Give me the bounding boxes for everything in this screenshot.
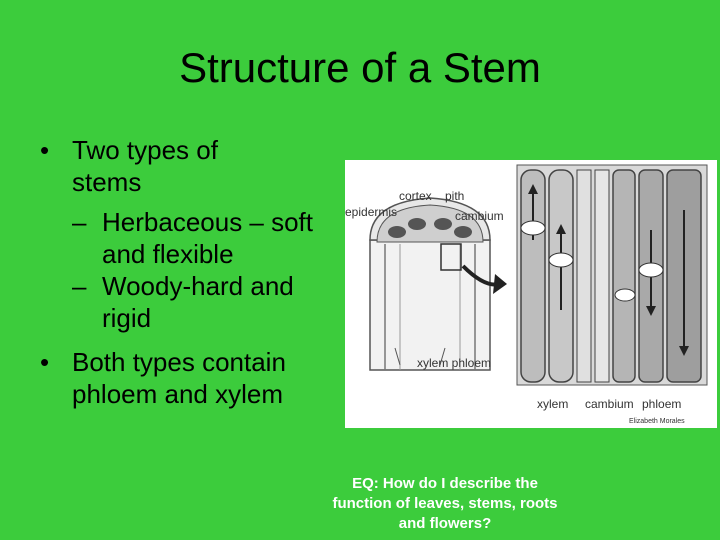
bullet-stem-types: • Two types of stems <box>40 134 340 198</box>
bullet-both-types: • Both types contain phloem and xylem <box>40 346 340 410</box>
subbullet-herbaceous: – Herbaceous – soft and flexible <box>40 206 340 270</box>
subbullet-woody-line2: rigid <box>102 303 152 333</box>
bullet-marker: • <box>40 135 50 165</box>
label-bottom-phloem: phloem <box>642 397 681 411</box>
tissue-detail-illustration <box>516 164 708 386</box>
slide-title: Structure of a Stem <box>179 44 541 91</box>
subbullet-herbaceous-line2: and flexible <box>102 239 234 269</box>
bullet-stem-types-line1: Two types of <box>72 135 218 165</box>
label-pith: pith <box>445 189 464 203</box>
subbullet-woody-line1: Woody-hard and <box>102 271 294 301</box>
dash-marker: – <box>72 271 87 301</box>
bullet-list: • Two types of stems – Herbaceous – soft… <box>40 134 340 410</box>
bullet-stem-types-line2: stems <box>72 167 142 197</box>
bullet-marker: • <box>40 347 50 377</box>
essential-question-line1: EQ: How do I describe the <box>352 475 538 492</box>
essential-question-line3: and flowers? <box>398 515 492 532</box>
bullet-both-types-line2: phloem and xylem <box>72 379 283 409</box>
dash-marker: – <box>72 207 87 237</box>
stem-structure-figure: cortex pith epidermis cambium xylem phlo… <box>345 160 717 428</box>
label-bottom-xylem: xylem <box>537 397 568 411</box>
subbullet-woody: – Woody-hard and rigid <box>40 270 340 334</box>
label-xylem-phloem: xylem phloem <box>417 356 491 370</box>
label-credit: Elizabeth Morales <box>629 418 685 425</box>
stem-cross-section-illustration <box>369 197 491 371</box>
label-cortex: cortex <box>399 189 432 203</box>
bullet-both-types-line1: Both types contain <box>72 347 286 377</box>
essential-question-line2: function of leaves, stems, roots <box>332 495 558 512</box>
label-epidermis: epidermis <box>345 205 397 219</box>
subbullet-herbaceous-line1: Herbaceous – soft <box>102 207 314 237</box>
essential-question: EQ: How do I describe the function of le… <box>300 474 590 534</box>
magnify-arrow <box>461 264 507 294</box>
label-bottom-cambium: cambium <box>585 397 634 411</box>
label-cambium-top: cambium <box>455 209 504 223</box>
